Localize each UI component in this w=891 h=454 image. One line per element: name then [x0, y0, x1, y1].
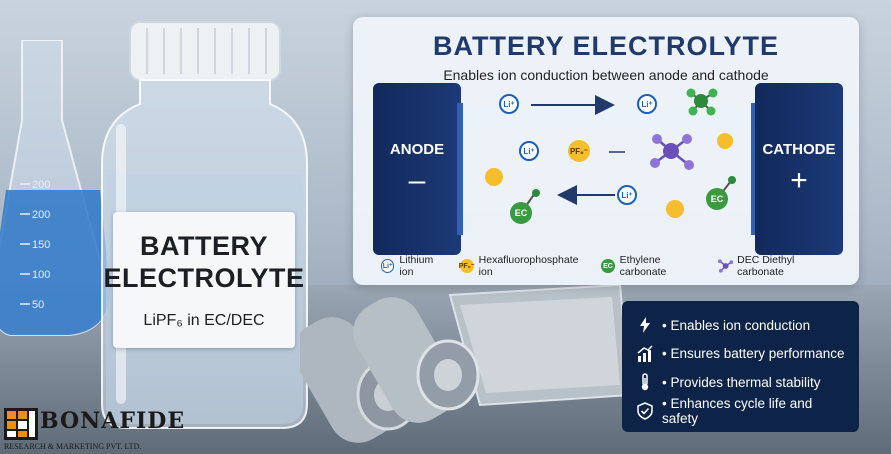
- yellow-atom: [666, 200, 684, 218]
- lightning-icon: [640, 317, 650, 334]
- lithium-ion-label: Li⁺: [503, 100, 514, 109]
- card-title: BATTERY ELECTROLYTE: [432, 31, 780, 61]
- lithium-ion-label: Li⁺: [621, 191, 632, 200]
- flask-tick-label: 50: [32, 299, 44, 311]
- legend-label: Hexafluorophosphate ion: [478, 254, 579, 278]
- feature-item: • Enhances cycle life and safety: [636, 395, 845, 426]
- logo-wordmark: BONAFIDE: [40, 408, 186, 434]
- electrolyte-info-card: BATTERY ELECTROLYTE Enables ion conducti…: [353, 17, 859, 285]
- ethylene-carbonate: EC: [706, 176, 736, 210]
- anode-edge: [457, 103, 463, 235]
- lithium-ion: Li⁺: [499, 94, 519, 114]
- anode-sign: –: [408, 163, 426, 197]
- feature-item: • Provides thermal stability: [636, 368, 845, 397]
- pf6-label: PF₆⁻: [570, 147, 588, 156]
- flask-tick-label: 100: [32, 269, 50, 281]
- jar-label-formula: LiPF₆ in EC/DEC: [143, 312, 265, 329]
- yellow-atom: [717, 133, 733, 149]
- legend-label: Lithium ion: [399, 254, 434, 278]
- pf6-badge: PF₆⁻: [459, 259, 475, 273]
- ec-label: EC: [515, 208, 528, 218]
- bar-chart-icon: [637, 345, 653, 362]
- cathode-edge: [751, 103, 757, 235]
- dec-molecule-icon: [717, 259, 734, 273]
- legend-item-pf6: PF₆⁻ Hexafluorophosphate ion: [459, 254, 590, 278]
- shield-check-icon: [637, 401, 653, 420]
- lithium-ion-badge: Li⁺: [381, 259, 395, 273]
- card-subtitle: Enables ion conduction between anode and…: [443, 67, 769, 83]
- jar-label: BATTERY ELECTROLYTE LiPF₆ in EC/DEC: [103, 212, 304, 348]
- company-logo: BONAFIDE RESEARCH & MARKETING PVT. LTD.: [4, 408, 184, 454]
- diagram-legend: Li⁺ Lithium ion PF₆⁻ Hexafluorophosphate…: [381, 254, 851, 278]
- lithium-ion-label: Li⁺: [641, 100, 652, 109]
- jar-label-line2: ELECTROLYTE: [103, 263, 305, 293]
- feature-label: • Enables ion conduction: [662, 317, 811, 333]
- lithium-ion-label: Li⁺: [523, 147, 534, 156]
- cathode-electrode: CATHODE +: [755, 83, 843, 255]
- feature-label: • Provides thermal stability: [662, 374, 821, 390]
- ethylene-carbonate: EC: [510, 189, 540, 224]
- jar-label-line1: BATTERY: [140, 231, 268, 261]
- thermometer-icon: [641, 373, 649, 391]
- diethyl-carbonate-molecule: [650, 134, 694, 170]
- features-panel: • Enables ion conduction • Ensures batte…: [622, 301, 859, 432]
- logo-mark-icon: [4, 408, 38, 440]
- anode-label: ANODE: [389, 140, 445, 158]
- legend-label: DEC Diethyl carbonate: [737, 254, 795, 278]
- battery-cells: [300, 283, 630, 443]
- lithium-ion: Li⁺: [519, 141, 539, 161]
- yellow-atom: [485, 168, 503, 186]
- anode-electrode: ANODE –: [373, 83, 461, 255]
- ion-flow-diagram: Li⁺ Li⁺ Li⁺ Li⁺ PF₆⁻: [485, 88, 736, 224]
- ec-label: EC: [711, 194, 724, 204]
- feature-label: • Enhances cycle life and safety: [662, 395, 813, 426]
- hexafluorophosphate-ion: PF₆⁻: [568, 140, 590, 162]
- feature-item: • Ensures battery performance: [636, 340, 845, 369]
- lithium-ion: Li⁺: [637, 94, 657, 114]
- legend-item-ec: EC Ethylene carbonate: [601, 254, 706, 278]
- feature-item: • Enables ion conduction: [636, 311, 845, 340]
- lab-flask: 200 200 150 100 50: [0, 40, 110, 336]
- feature-label: • Ensures battery performance: [662, 346, 845, 362]
- flask-tick-label: 200: [32, 179, 50, 191]
- lithium-ion: Li⁺: [617, 185, 637, 205]
- legend-label: Ethylene carbonate: [619, 254, 667, 278]
- legend-item-dec: DEC Diethyl carbonate: [717, 254, 839, 278]
- flask-tick-label: 200: [32, 209, 50, 221]
- logo-tagline: RESEARCH & MARKETING PVT. LTD.: [4, 442, 142, 451]
- ethylene-carbonate-molecule: [686, 88, 718, 116]
- cathode-label: CATHODE: [762, 140, 836, 158]
- ec-badge: EC: [601, 259, 615, 273]
- flask-tick-label: 150: [32, 239, 50, 251]
- cathode-sign: +: [790, 163, 808, 197]
- legend-item-lithium: Li⁺ Lithium ion: [381, 254, 448, 278]
